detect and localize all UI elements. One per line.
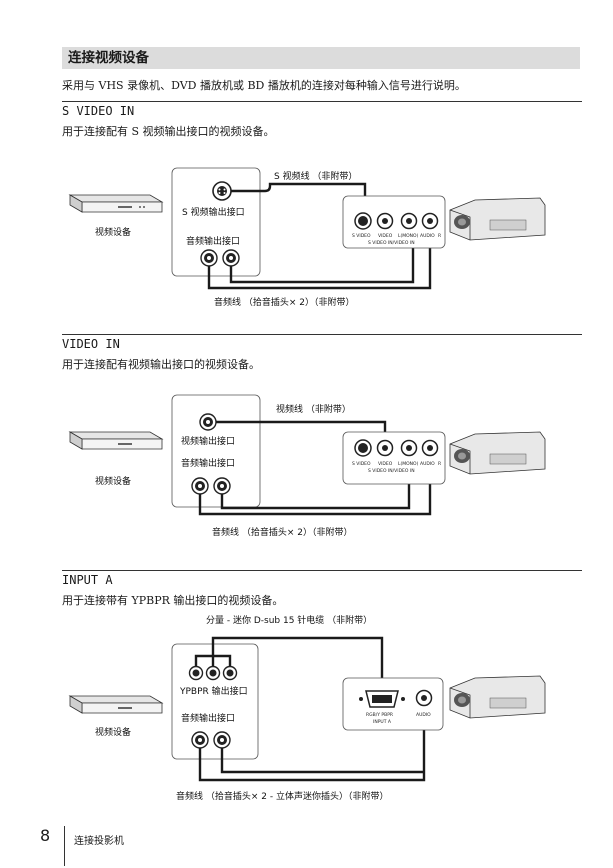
- audio-cable-label: 音频线 （拾音插头× 2 - 立体声迷你插头）（非附带）: [176, 790, 388, 802]
- section-heading-s-video-in: S VIDEO IN: [62, 104, 135, 118]
- section-desc-s-video-in: 用于连接配有 S 视频输出接口的视频设备。: [62, 125, 275, 138]
- projector-d-sub-port-icon: [359, 690, 405, 708]
- projector-icon: [449, 197, 546, 241]
- video-device-icon: [68, 194, 164, 213]
- panel-label-s-video: S VIDEO: [352, 461, 371, 467]
- footer-divider: [64, 826, 65, 866]
- panel-label-r: R: [438, 461, 441, 467]
- audio-cable-label: 音频线 （拾音插头× 2）（非附带）: [214, 296, 355, 308]
- component-diagram: 分量 - 迷你 D-sub 15 针电缆 （非附带） 视频设备 YPBPR 输出…: [68, 614, 546, 802]
- projector-rca-jack-icons: [376, 212, 439, 230]
- audio-cable-label: 音频线 （拾音插头× 2）（非附带）: [212, 526, 353, 538]
- panel-label-s-video: S VIDEO: [352, 233, 371, 239]
- projector-input-panel: [342, 195, 446, 249]
- component-cable-label: 分量 - 迷你 D-sub 15 针电缆 （非附带）: [206, 614, 372, 626]
- cable-lines: [194, 636, 426, 782]
- panel-label-audio: AUDIO: [420, 233, 435, 239]
- audio-out-label: 音频输出接口: [181, 457, 235, 469]
- projector-audio-jack-icon: [415, 689, 433, 707]
- panel-label-l-mono: L(MONO): [398, 233, 419, 239]
- panel-label-rgb-ypbpr: RGB/Y PBPR: [366, 712, 393, 718]
- audio-out-port-icons: [191, 477, 231, 495]
- video-device-icon: [68, 695, 164, 714]
- section-heading-input-a: INPUT A: [62, 573, 113, 587]
- projector-icon: [449, 431, 546, 475]
- panel-caption: INPUT A: [373, 719, 392, 725]
- audio-out-label: 音频输出接口: [186, 235, 240, 247]
- s-video-diagram: 视频设备 S 视频输出接口 音频输出接口 S 视频线 （非附带） 音频线 （拾音…: [68, 167, 546, 308]
- s-video-cable-label: S 视频线 （非附带）: [274, 170, 357, 182]
- projector-s-video-in-icon: [354, 212, 372, 230]
- footer-section-name: 连接投影机: [74, 836, 124, 847]
- section-desc-video-in: 用于连接配有视频输出接口的视频设备。: [62, 358, 260, 371]
- page-number: 8: [40, 826, 51, 845]
- video-out-label: 视频输出接口: [181, 435, 235, 447]
- s-video-out-label: S 视频输出接口: [182, 206, 245, 218]
- section-rule: [62, 570, 582, 571]
- panel-label-video: VIDEO: [378, 461, 393, 467]
- panel-label-l-mono: L(MONO): [398, 461, 419, 467]
- section-rule: [62, 334, 582, 335]
- panel-caption: S VIDEO IN/VIDEO IN: [368, 468, 415, 474]
- panel-caption: S VIDEO IN/VIDEO IN: [368, 240, 415, 246]
- projector-icon: [449, 675, 546, 719]
- audio-out-port-icons: [191, 731, 231, 749]
- cable-lines: [207, 182, 432, 290]
- intro-text: 采用与 VHS 录像机、DVD 播放机或 BD 播放机的连接对每种输入信号进行说…: [62, 79, 466, 92]
- panel-label-r: R: [438, 233, 441, 239]
- audio-out-label: 音频输出接口: [181, 712, 235, 724]
- section-heading-video-in: VIDEO IN: [62, 337, 120, 351]
- video-device-icon: [68, 431, 164, 450]
- panel-label-video: VIDEO: [378, 233, 393, 239]
- projector-rca-jack-icons: [376, 439, 439, 457]
- video-out-port-icon: [199, 413, 217, 431]
- section-desc-input-a: 用于连接带有 YPBPR 输出接口的视频设备。: [62, 594, 284, 607]
- video-cable-label: 视频线 （非附带）: [276, 403, 351, 415]
- device-label: 视频设备: [95, 226, 131, 238]
- page-title: 连接视频设备: [62, 47, 580, 69]
- device-label: 视频设备: [95, 726, 131, 738]
- section-rule: [62, 101, 582, 102]
- projector-s-video-in-icon: [354, 439, 372, 457]
- panel-label-audio: AUDIO: [416, 712, 431, 718]
- device-label: 视频设备: [95, 475, 131, 487]
- ypbpr-out-port-icons: [188, 665, 238, 681]
- panel-label-audio: AUDIO: [420, 461, 435, 467]
- device-connector-box: [171, 167, 261, 277]
- ypbpr-out-label: YPBPR 输出接口: [179, 685, 248, 697]
- s-video-out-port-icon: [212, 181, 232, 201]
- video-diagram: 视频设备 视频输出接口 音频输出接口 视频线 （非附带） 音频线 （拾音插头× …: [68, 394, 546, 538]
